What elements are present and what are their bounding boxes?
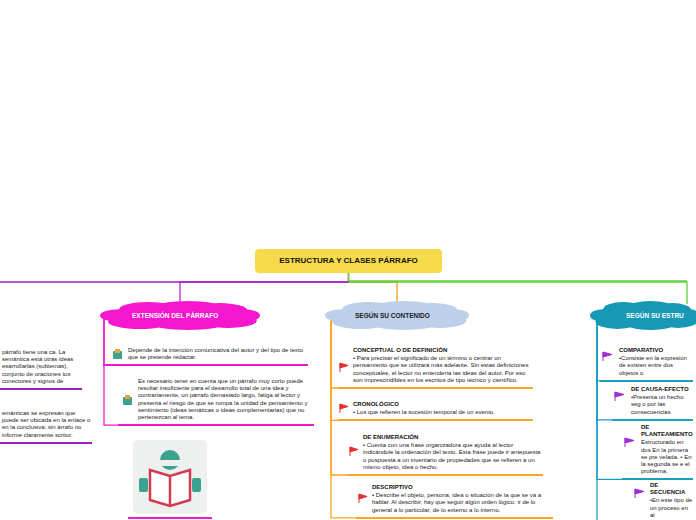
branch-connector bbox=[180, 273, 349, 304]
central-topic: ESTRUCTURA Y CLASES PÁRRAFO bbox=[255, 249, 442, 273]
item-text: •Consiste en la expresión de existen ent… bbox=[619, 355, 693, 377]
item-heading: COMPARATIVO bbox=[619, 347, 693, 354]
item-heading: CONCEPTUAL O DE DEFINICIÓN bbox=[353, 347, 533, 354]
item-text: •En este tipo de un proceso en al bbox=[650, 497, 693, 519]
item-text: • Cuenta con una frase organizadora que … bbox=[363, 442, 543, 471]
item-heading: CRONOLÓGICO bbox=[353, 401, 533, 408]
item-text: EXTENSIÓN DEL PÁRRAFO bbox=[132, 312, 218, 320]
item-text: •Presenta un hecho seg o por las consecu… bbox=[631, 394, 693, 416]
branch-line bbox=[128, 517, 212, 519]
branch-connector bbox=[349, 273, 688, 304]
item-heading: DE CAUSA-EFECTO bbox=[631, 386, 693, 393]
item-text: párrafo tiene una ca. La semántica está … bbox=[2, 349, 82, 385]
branch-connector bbox=[331, 316, 348, 476]
item-text: Estructurado en dos En la primera se pre… bbox=[641, 439, 693, 475]
item-text: • Describe el objeto, persona, idea o si… bbox=[372, 492, 553, 514]
item-text: Es necesario tener en cuenta que un párr… bbox=[138, 378, 314, 421]
branch-connector bbox=[597, 316, 622, 480]
branch-connector bbox=[104, 316, 118, 426]
topic-cloud: EXTENSIÓN DEL PÁRRAFO bbox=[100, 300, 260, 331]
item-heading: DESCRIPTIVO bbox=[372, 484, 553, 491]
branch-item: Depende de la intención comunicativa del… bbox=[103, 347, 308, 366]
item-text: ESTRUCTURA Y CLASES PÁRRAFO bbox=[279, 256, 418, 266]
item-text: emánticas se expresan que puede ser ubic… bbox=[2, 410, 92, 439]
branch-item: DE PLANTEAMIENTOEstructurado en dos En l… bbox=[622, 424, 693, 480]
branch-item: DE ENUMERACIÓN• Cuenta con una frase org… bbox=[348, 434, 543, 476]
branch-item: emánticas se expresan que puede ser ubic… bbox=[0, 410, 92, 444]
topic-cloud: SEGÚN SU CONTENIDO bbox=[325, 300, 469, 331]
red-flag bbox=[340, 363, 367, 503]
item-heading: DE PLANTEAMIENTO bbox=[641, 424, 693, 438]
branch-item: DE SECUENCIA•En este tipo de un proceso … bbox=[632, 482, 693, 520]
branch-item: DESCRIPTIVO• Describe el objeto, persona… bbox=[356, 484, 553, 519]
item-text: SEGÚN SU CONTENIDO bbox=[355, 312, 430, 320]
branch-connector bbox=[331, 316, 338, 421]
branch-item: COMPARATIVO•Consiste en la expresión de … bbox=[600, 347, 693, 382]
item-text: • Los que refieren la sucesión temporal … bbox=[353, 409, 533, 416]
item-text: SEGÚN SU ESTRU bbox=[626, 312, 684, 320]
branch-item: CRONOLÓGICO• Los que refieren la sucesió… bbox=[338, 401, 533, 421]
branch-line bbox=[349, 280, 687, 281]
branch-connector bbox=[331, 316, 356, 518]
branch-item: párrafo tiene una ca. La semántica está … bbox=[0, 349, 82, 390]
branch-item: DE CAUSA-EFECTO•Presenta un hecho seg o … bbox=[612, 386, 693, 421]
item-text: Depende de la intención comunicativa del… bbox=[128, 347, 308, 361]
item-text: • Para precisar el significado de un tér… bbox=[353, 355, 533, 384]
item-heading: DE SECUENCIA bbox=[650, 482, 693, 496]
branch-item: Es necesario tener en cuenta que un párr… bbox=[118, 378, 314, 426]
reading-illustration bbox=[133, 440, 207, 514]
branch-line bbox=[0, 281, 349, 282]
branch-connector bbox=[349, 273, 398, 304]
topic-cloud: SEGÚN SU ESTRU bbox=[590, 300, 696, 331]
branch-connector bbox=[331, 316, 338, 389]
branch-item: CONCEPTUAL O DE DEFINICIÓN• Para precisa… bbox=[338, 347, 533, 389]
item-heading: DE ENUMERACIÓN bbox=[363, 434, 543, 441]
